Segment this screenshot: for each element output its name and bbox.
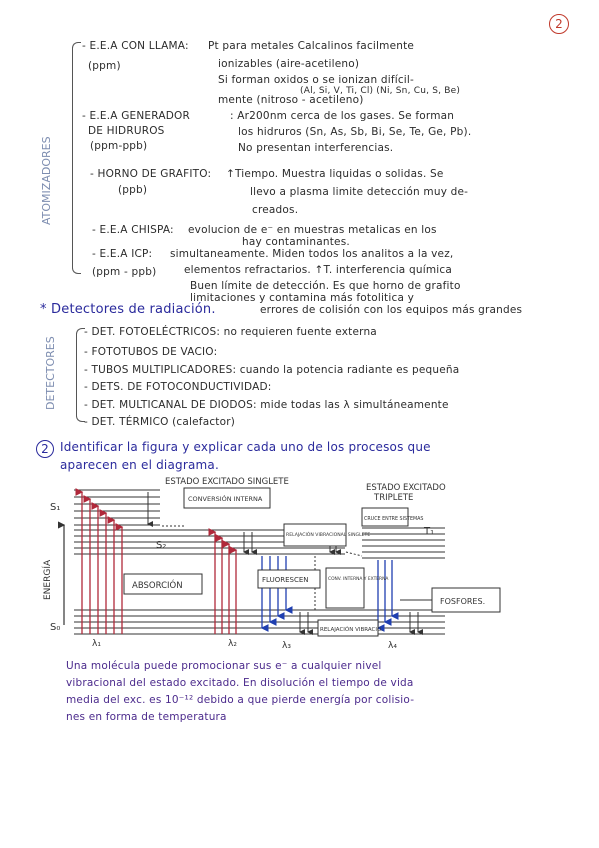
item-line: ionizables (aire-acetileno) [218,58,360,70]
detector-item: - DET. TÉRMICO (calefactor) [84,416,236,428]
item-line: simultaneamente. Miden todos los analito… [170,248,454,260]
s2-label: S₂ [156,540,166,551]
item-line: evolucion de e⁻ en muestras metalicas en… [188,224,437,236]
lambda-2: λ₂ [228,639,237,649]
item-line: los hidruros (Sn, As, Sb, Bi, Se, Te, Ge… [238,126,472,138]
box-relajacion-vibracional [317,619,379,637]
question-line-2: aparecen en el diagrama. [60,458,219,472]
label-cruce: CRUCE ENTRE SISTEMAS [364,516,423,522]
item-line: elementos refractarios. ↑T. interferenci… [184,264,452,276]
t1-label: T₁ [423,526,434,537]
item-line: : Ar200nm cerca de los gases. Se forman [230,110,455,122]
item-line: (Al, Si, V, Ti, Cl) (Ni, Sn, Cu, S, Be) [300,86,461,96]
item-lead: - E.E.A CON LLAMA: [82,40,189,52]
item-line: llevo a plasma limite detección muy de- [250,186,469,198]
s1-label: S₁ [50,502,60,513]
box-fluorescencia [257,569,321,589]
box-relajacion-singlete [283,523,347,547]
box-conv-interna-externa [325,567,365,609]
lambda-4: λ₄ [388,641,397,650]
absorption-arrows [75,488,238,634]
paragraph-line: media del exc. es 10⁻¹² debido a que pie… [66,694,415,706]
item-lead: - E.E.A ICP: [92,248,153,260]
paragraph-line: nes en forma de temperatura [66,711,227,723]
item-line: ↑Tiempo. Muestra liquidas o solidas. Se [226,168,444,180]
label-conv-interna-externa: CONV. INTERNA Y EXTERNA [328,576,388,582]
detector-item: - DET. MULTICANAL DE DIODOS: mide todas … [84,399,449,411]
atomizadores-brace [72,42,81,274]
energy-axis-label: ENERGÍA [41,559,53,600]
item-lead-2: DE HIDRUROS [88,125,165,137]
item-unit: (ppm) [88,60,121,72]
item-line: limitaciones y contamina más fotolitica … [190,292,415,304]
phosphorescence-arrows [376,560,399,632]
item-line: hay contaminantes. [242,236,350,248]
box-conversion-interna [183,487,271,509]
jablonski-diagram: ESTADO EXCITADO SINGLETE ESTADO EXCITADO… [41,477,501,650]
detector-item: - TUBOS MULTIPLICADORES: cuando la poten… [84,364,460,376]
label-conversion-interna: CONVERSIÓN INTERNA [188,494,263,503]
page-number: 2 [549,14,569,34]
paragraph-line: Una molécula puede promocionar sus e⁻ a … [66,660,382,672]
question-line-1: Identificar la figura y explicar cada un… [60,440,431,454]
detectores-heading: * Detectores de radiación. [40,302,216,317]
detectores-side-label: DETECTORES [44,336,57,410]
label-relajacion-singlete: RELAJACIÓN VIBRACIONAL SINGLETE [286,531,370,538]
box-absorcion [123,573,203,595]
label-fluorescencia: FLUORESCEN [262,576,309,584]
s0-levels [74,609,445,635]
item-line: errores de colisión con los equipos más … [260,304,523,316]
detector-item: - DET. FOTOELÉCTRICOS: no requieren fuen… [84,326,377,338]
item-unit: (ppm-ppb) [90,140,148,152]
item-lead: - E.E.A CHISPA: [92,224,174,236]
detector-item: - FOTOTUBOS DE VACIO: [84,346,218,358]
box-cruce [361,507,409,527]
item-lead: - E.E.A GENERADOR [82,110,190,122]
item-lead: - HORNO DE GRAFITO: [90,168,212,180]
item-line: creados. [252,204,299,216]
label-absorcion: ABSORCIÓN [132,579,183,591]
label-relajacion-vibracional: RELAJACIÓN VIBRACIO. [320,626,383,633]
lambda-1: λ₁ [92,639,101,649]
s0-label: S₀ [50,622,60,633]
atomizadores-side-label: ATOMIZADORES [40,136,53,225]
singlet-title: ESTADO EXCITADO SINGLETE [165,477,289,487]
item-line: mente (nitroso - acetileno) [218,94,364,106]
item-line: No presentan interferencias. [238,142,394,154]
triplet-title-1: ESTADO EXCITADO [366,483,446,493]
item-unit: (ppm - ppb) [92,266,157,278]
paragraph-line: vibracional del estado excitado. En diso… [66,677,414,689]
item-line: Si forman oxidos o se ionizan difícil- [218,74,415,86]
fluorescence-arrows [260,556,293,632]
internal-conversion-dots [162,525,363,610]
s1-levels [74,489,160,526]
label-fosforescencia: FOSFORES. [440,597,485,606]
lambda-3: λ₃ [282,641,291,650]
detectores-heading-text: * Detectores de radiación. [40,302,216,317]
triplet-title-2: TRIPLETE [373,493,413,503]
item-line: Buen límite de detección. Es que horno d… [190,280,461,292]
box-fosforescencia [431,587,501,613]
t1-levels [362,527,445,559]
detectores-brace [76,328,85,422]
item-line: Pt para metales Calcalinos facilmente [208,40,415,52]
question-number: 2 [36,440,54,458]
item-unit: (ppb) [118,184,148,196]
detector-item: - DETS. DE FOTOCONDUCTIVIDAD: [84,381,272,393]
